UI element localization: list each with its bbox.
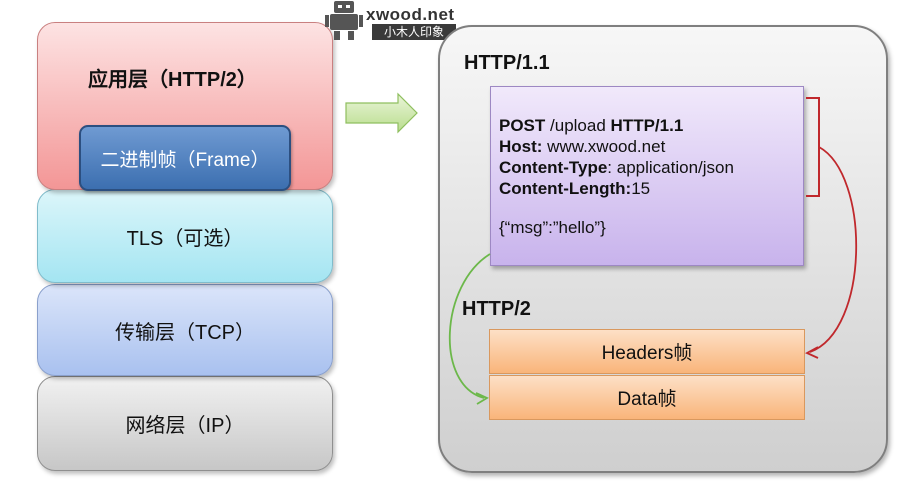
binary-frame-label: 二进制帧（Frame） <box>100 149 270 171</box>
request-line: POST /upload HTTP/1.1 <box>499 115 803 136</box>
headers-mapping-arrow <box>809 146 858 353</box>
transport-layer-label: 传输层（TCP） <box>115 321 255 344</box>
request-path: /upload <box>545 116 611 135</box>
http2-title: HTTP/2 <box>462 298 531 320</box>
body-mapping-arrow <box>448 253 491 399</box>
host-header-line: Host: www.xwood.net <box>499 136 803 157</box>
transport-layer: 传输层（TCP） <box>37 284 333 376</box>
application-layer-label: 应用层（HTTP/2） <box>88 69 257 91</box>
host-key: Host: <box>499 137 543 156</box>
request-method: POST <box>499 116 546 135</box>
headers-frame-box: Headers帧 <box>489 329 805 374</box>
http11-request-box: POST /upload HTTP/1.1 Host: www.xwood.ne… <box>490 86 804 266</box>
tls-layer: TLS（可选） <box>37 189 333 283</box>
content-length-line: Content-Length:15 <box>499 178 803 199</box>
http11-title: HTTP/1.1 <box>464 52 550 74</box>
content-length-value: 15 <box>631 179 651 198</box>
content-type-key: Content-Type <box>499 158 608 177</box>
tls-layer-label: TLS（可选） <box>126 227 244 250</box>
request-version: HTTP/1.1 <box>610 116 684 135</box>
headers-frame-label: Headers帧 <box>601 343 693 364</box>
data-frame-box: Data帧 <box>489 375 805 420</box>
network-layer: 网络层（IP） <box>37 376 333 471</box>
content-type-value: : application/json <box>607 158 734 177</box>
transform-arrow-icon <box>345 92 418 134</box>
logo-tagline: 小木人印象 <box>372 24 456 40</box>
content-length-key: Content-Length: <box>499 179 632 198</box>
data-frame-label: Data帧 <box>617 389 677 410</box>
request-body: {“msg”:”hello”} <box>499 218 606 237</box>
header-bracket <box>806 97 820 197</box>
robot-logo-icon <box>325 1 363 40</box>
network-layer-label: 网络层（IP） <box>125 415 245 437</box>
host-value: www.xwood.net <box>542 137 666 156</box>
binary-frame-layer: 二进制帧（Frame） <box>79 125 291 191</box>
logo-site-name: xwood.net <box>366 5 455 24</box>
content-type-line: Content-Type: application/json <box>499 157 803 178</box>
